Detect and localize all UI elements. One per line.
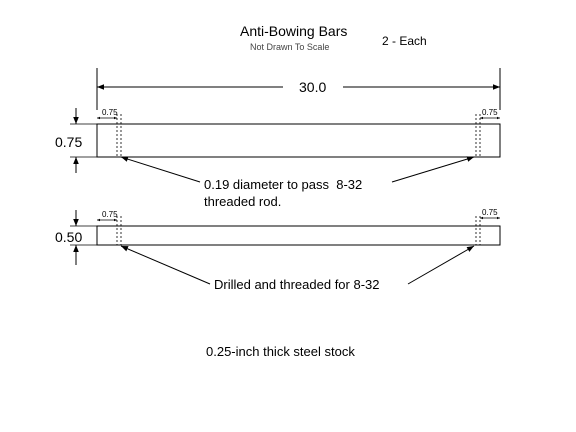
drawing-subtitle: Not Drawn To Scale [250,42,330,52]
overall-length-label: 30.0 [299,79,327,95]
bottom-bar-note: Drilled and threaded for 8-32 [214,277,380,292]
top-bar-height-label: 0.75 [55,134,83,150]
top-bar-end-right-label: 0.75 [482,108,498,117]
bottom-bar-end-right-label: 0.75 [482,208,498,217]
top-bar-outline [96,123,501,158]
top-bar-leader-left [120,156,201,183]
top-bar [70,108,501,183]
quantity-label: 2 - Each [382,34,427,48]
top-bar-note: 0.19 diameter to pass 8-32 threaded rod. [204,176,362,210]
bottom-bar [70,210,501,285]
bottom-bar-height-label: 0.50 [55,229,83,245]
bottom-bar-leader-left [120,245,211,285]
top-bar-note-line1: 0.19 diameter to pass 8-32 [204,177,363,192]
overall-dimension [96,68,501,110]
top-bar-note-line2: threaded rod. [204,194,282,209]
top-bar-leader-right [391,156,475,183]
material-note: 0.25-inch thick steel stock [206,344,355,359]
bottom-bar-end-left-label: 0.75 [102,210,118,219]
top-bar-end-left-label: 0.75 [102,108,118,117]
drawing-title: Anti-Bowing Bars [240,23,348,39]
bottom-bar-outline [96,225,501,246]
bottom-bar-leader-right [407,245,475,285]
